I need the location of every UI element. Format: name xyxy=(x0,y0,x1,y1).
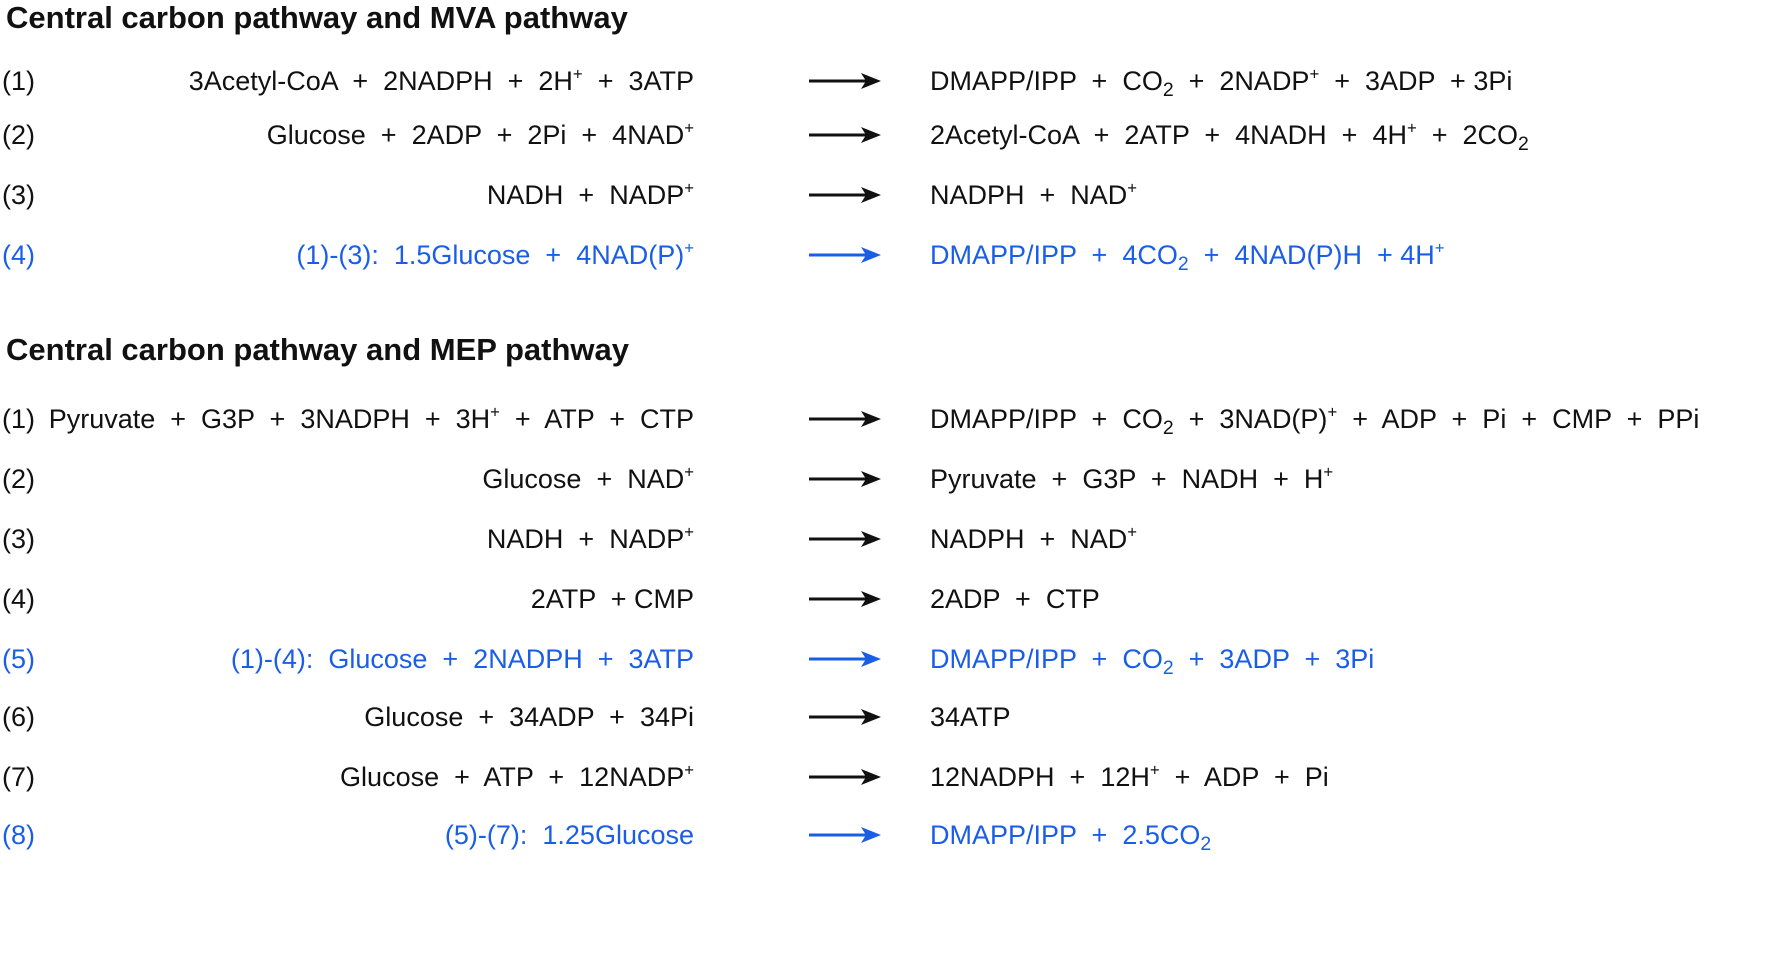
reaction-arrow-icon xyxy=(809,709,881,725)
reaction-arrow-icon xyxy=(809,591,881,607)
equation-products: NADPH + NAD+ xyxy=(930,178,1138,210)
equation-reactants: Pyruvate + G3P + 3NADPH + 3H+ + ATP + CT… xyxy=(48,402,694,434)
equation-reactants: 2ATP + CMP xyxy=(530,584,694,614)
equation-number: (7) xyxy=(2,762,35,792)
equation-reactants: Glucose + NAD+ xyxy=(482,462,694,494)
equation-row: (5) (1)-(4): Glucose + 2NADPH + 3ATP DMAPP… xyxy=(0,636,1772,684)
section-title-mva: Central carbon pathway and MVA pathway xyxy=(6,0,628,35)
equation-number: (3) xyxy=(2,524,35,554)
equation-row: (1) Pyruvate + G3P + 3NADPH + 3H+ + ATP +… xyxy=(0,396,1772,444)
equation-row: (4) (1)-(3): 1.5Glucose + 4NAD(P)+ DMAPP/I… xyxy=(0,232,1772,280)
reaction-arrow-icon xyxy=(809,769,881,785)
equation-products: 12NADPH + 12H+ + ADP + Pi xyxy=(930,760,1329,792)
equation-products: NADPH + NAD+ xyxy=(930,522,1138,554)
equation-reactants: NADH + NADP+ xyxy=(486,178,694,210)
equation-row: (1) 3Acetyl-CoA + 2NADPH + 2H+ + 3ATP DMAP… xyxy=(0,58,1772,106)
equation-number: (1) xyxy=(2,66,35,96)
equation-row: (4) 2ATP + CMP 2ADP + CTP xyxy=(0,576,1772,624)
equation-row: (3) NADH + NADP+ NADPH + NAD+ xyxy=(0,516,1772,564)
equation-products: Pyruvate + G3P + NADH + H+ xyxy=(930,462,1334,494)
equation-number: (2) xyxy=(2,464,35,494)
section-title-mep: Central carbon pathway and MEP pathway xyxy=(6,332,630,367)
reaction-arrow-icon xyxy=(809,127,881,143)
equation-number: (4) xyxy=(2,584,35,614)
equation-products: 2ADP + CTP xyxy=(930,584,1100,614)
reaction-arrow-icon xyxy=(809,73,881,89)
equation-reactants: (5)-(7): 1.25Glucose xyxy=(444,820,694,850)
equation-number: (6) xyxy=(2,702,35,732)
equation-row: (2) Glucose + NAD+ Pyruvate + G3P + NADH +… xyxy=(0,456,1772,504)
reaction-arrow-icon xyxy=(809,827,881,843)
reaction-arrow-icon xyxy=(809,531,881,547)
equation-row: (2) Glucose + 2ADP + 2Pi + 4NAD+ 2Acetyl-C… xyxy=(0,112,1772,160)
equation-reactants: Glucose + ATP + 12NADP+ xyxy=(340,760,694,792)
equation-products: 34ATP xyxy=(930,702,1011,732)
equation-row: (7) Glucose + ATP + 12NADP+ 12NADPH + 12H+… xyxy=(0,754,1772,802)
equation-products: 2Acetyl-CoA + 2ATP + 4NADH + 4H+ + 2CO2 xyxy=(930,118,1529,155)
equation-number: (3) xyxy=(2,180,35,210)
equation-number: (2) xyxy=(2,120,35,150)
equation-reactants: NADH + NADP+ xyxy=(486,522,694,554)
equation-reactants: 3Acetyl-CoA + 2NADPH + 2H+ + 3ATP xyxy=(188,64,694,96)
equation-number: (1) xyxy=(2,404,35,434)
reaction-arrow-icon xyxy=(809,247,881,263)
equation-reactants: Glucose + 34ADP + 34Pi xyxy=(364,702,694,732)
equation-products: DMAPP/IPP + CO2 + 2NADP+ + 3ADP + 3Pi xyxy=(930,64,1513,101)
equation-reactants: (1)-(3): 1.5Glucose + 4NAD(P)+ xyxy=(296,238,694,270)
equation-number: (5) xyxy=(2,644,35,674)
equation-row: (6) Glucose + 34ADP + 34Pi 34ATP xyxy=(0,694,1772,742)
reaction-arrow-icon xyxy=(809,411,881,427)
equation-reactants: Glucose + 2ADP + 2Pi + 4NAD+ xyxy=(266,118,694,150)
equation-number: (8) xyxy=(2,820,35,850)
equation-row: (3) NADH + NADP+ NADPH + NAD+ xyxy=(0,172,1772,220)
equation-row: (8) (5)-(7): 1.25Glucose DMAPP/IPP + 2.5CO… xyxy=(0,812,1772,860)
reaction-arrow-icon xyxy=(809,651,881,667)
equation-products: DMAPP/IPP + 4CO2 + 4NAD(P)H + 4H+ xyxy=(930,238,1445,275)
equation-reactants: (1)-(4): Glucose + 2NADPH + 3ATP xyxy=(230,644,694,674)
equation-products: DMAPP/IPP + CO2 + 3ADP + 3Pi xyxy=(930,644,1375,679)
reaction-arrow-icon xyxy=(809,187,881,203)
reaction-arrow-icon xyxy=(809,471,881,487)
equation-number: (4) xyxy=(2,240,35,270)
equation-products: DMAPP/IPP + 2.5CO2 xyxy=(930,820,1212,855)
equation-products: DMAPP/IPP + CO2 + 3NAD(P)+ + ADP + Pi + … xyxy=(930,402,1700,439)
